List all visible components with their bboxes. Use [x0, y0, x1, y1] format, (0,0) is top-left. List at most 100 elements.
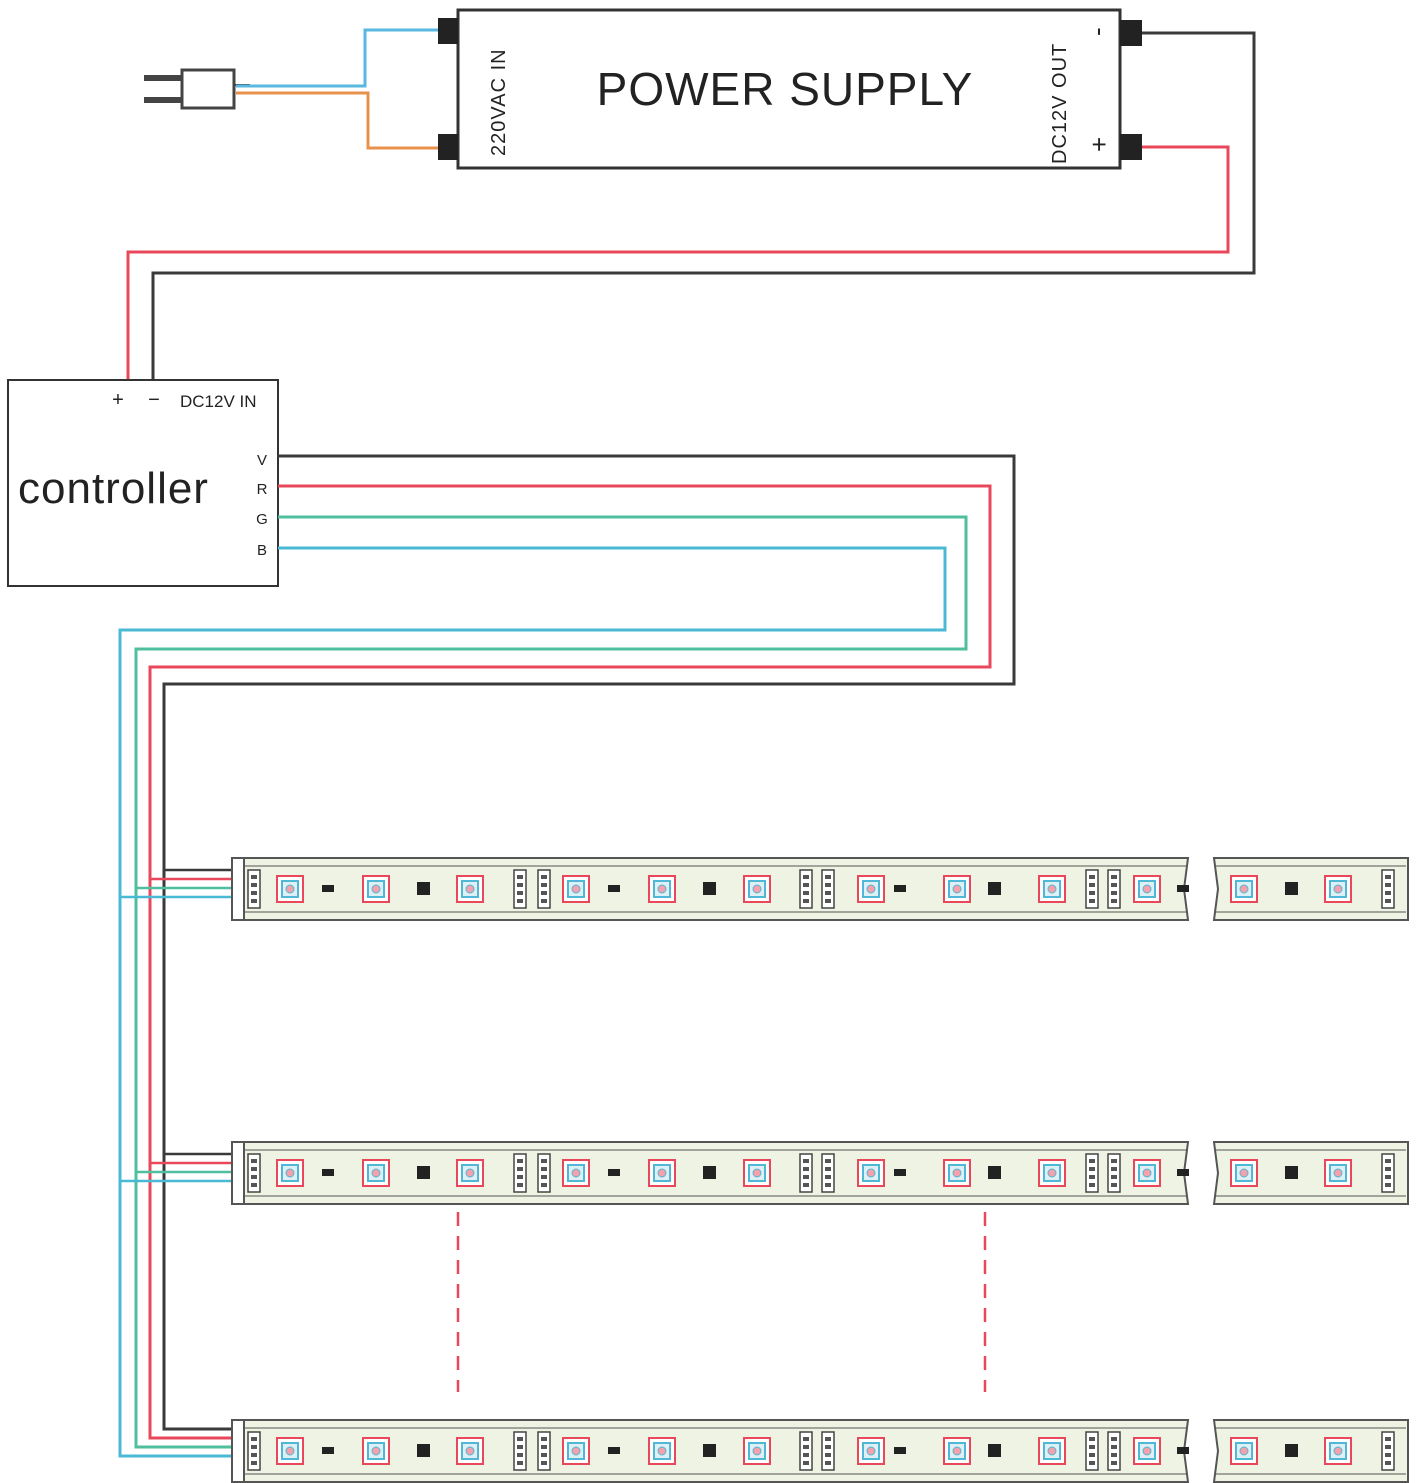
ac-terminal-bottom: [438, 134, 458, 160]
resistor-chip: [1285, 1444, 1298, 1457]
channel-label-g: G: [256, 511, 268, 528]
dc-minus-label: -: [1082, 27, 1112, 36]
rgb-led: [1324, 875, 1352, 903]
channel-label-v: V: [257, 452, 267, 469]
rgb-led: [857, 1159, 885, 1187]
rgb-led: [456, 1437, 484, 1465]
controller-input-label: DC12V IN: [180, 392, 257, 411]
controller-box: [7, 379, 279, 587]
solder-pad: [1085, 869, 1099, 909]
rgb-led: [743, 1437, 771, 1465]
resistor: [608, 1447, 620, 1454]
rgb-led: [456, 875, 484, 903]
rgb-led: [943, 1159, 971, 1187]
power-supply-box: [456, 8, 1122, 170]
resistor-chip: [988, 1166, 1001, 1179]
controller-output-wires: [118, 454, 1016, 1458]
rgb-led: [857, 1437, 885, 1465]
rgb-led: [943, 875, 971, 903]
dc-terminal-plus: [1120, 134, 1142, 160]
solder-pad: [247, 869, 261, 909]
led-strips: [231, 857, 1409, 1483]
resistor: [1177, 1169, 1189, 1176]
resistor-chip: [417, 1166, 430, 1179]
rgb-led: [276, 1159, 304, 1187]
dc-terminal-minus: [1120, 20, 1142, 46]
solder-pad: [537, 1153, 551, 1193]
resistor: [894, 885, 906, 892]
resistor-chip: [417, 1444, 430, 1457]
solder-pad: [821, 1153, 835, 1193]
rgb-led: [1038, 1159, 1066, 1187]
resistor: [608, 1169, 620, 1176]
continuation-markers: [456, 1212, 987, 1392]
rgb-led: [648, 1159, 676, 1187]
solder-pad: [1085, 1431, 1099, 1471]
resistor-chip: [703, 882, 716, 895]
resistor: [1177, 885, 1189, 892]
solder-pad: [513, 869, 527, 909]
solder-pad: [1085, 1153, 1099, 1193]
rgb-led: [1230, 1159, 1258, 1187]
led-strip-2: [231, 1141, 1409, 1205]
rgb-led: [743, 1159, 771, 1187]
dc-plus-label: +: [1084, 137, 1114, 152]
resistor: [322, 885, 334, 892]
resistor-chip: [1285, 882, 1298, 895]
resistor-chip: [988, 882, 1001, 895]
strip-body-end: [1212, 857, 1409, 921]
resistor: [608, 885, 620, 892]
rgb-led: [1324, 1159, 1352, 1187]
solder-pad: [799, 869, 813, 909]
rgb-led: [362, 1437, 390, 1465]
resistor: [894, 1447, 906, 1454]
strip-end-cap: [231, 857, 245, 921]
power-supply-title: POWER SUPPLY: [597, 63, 974, 115]
solder-pad: [1107, 1153, 1121, 1193]
resistor: [322, 1169, 334, 1176]
rgb-led: [276, 875, 304, 903]
ac-input-label: 220VAC IN: [488, 48, 510, 156]
rgb-led: [1038, 875, 1066, 903]
power-supply: POWER SUPPLY 220VAC IN DC12V OUT - +: [438, 8, 1142, 170]
solder-pad: [1107, 1431, 1121, 1471]
solder-pad: [247, 1431, 261, 1471]
controller: + − DC12V IN controller V R G B: [7, 379, 279, 587]
rgb-led: [562, 1437, 590, 1465]
resistor: [894, 1169, 906, 1176]
solder-pad: [537, 869, 551, 909]
solder-pad: [1107, 869, 1121, 909]
resistor-chip: [703, 1444, 716, 1457]
rgb-led: [1133, 1159, 1161, 1187]
resistor: [322, 1447, 334, 1454]
strip-branch-wires: [120, 868, 238, 1183]
resistor: [1177, 1447, 1189, 1454]
solder-pad: [1381, 1153, 1395, 1193]
solder-pad: [821, 869, 835, 909]
rgb-led: [276, 1437, 304, 1465]
ac-terminal-top: [438, 18, 458, 44]
solder-pad: [513, 1153, 527, 1193]
channel-label-b: B: [257, 542, 267, 559]
ac-plug: [144, 68, 250, 110]
channel-label-r: R: [257, 481, 268, 498]
controller-title: controller: [18, 464, 209, 513]
resistor-chip: [1285, 1166, 1298, 1179]
solder-pad: [799, 1431, 813, 1471]
rgb-led: [362, 1159, 390, 1187]
rgb-led: [1230, 1437, 1258, 1465]
strip-end-cap: [231, 1419, 245, 1483]
controller-minus-label: −: [148, 389, 160, 411]
rgb-led: [1133, 1437, 1161, 1465]
rgb-led: [857, 875, 885, 903]
rgb-led: [1133, 875, 1161, 903]
solder-pad: [1381, 1431, 1395, 1471]
solder-pad: [821, 1431, 835, 1471]
dc-output-label: DC12V OUT: [1049, 43, 1071, 164]
rgb-led: [456, 1159, 484, 1187]
rgb-led: [362, 875, 390, 903]
rgb-led: [743, 875, 771, 903]
controller-plus-label: +: [112, 389, 124, 411]
strip-body-end: [1212, 1419, 1409, 1483]
strip-body-end: [1212, 1141, 1409, 1205]
